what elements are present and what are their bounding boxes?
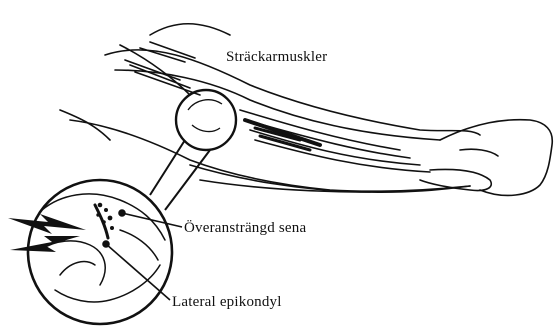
label-lateral-epicondyle: Lateral epikondyl: [172, 295, 282, 310]
label-extensor-muscles: Sträckarmuskler: [226, 50, 327, 65]
label-overstrained-tendon: Överansträngd sena: [184, 221, 306, 236]
